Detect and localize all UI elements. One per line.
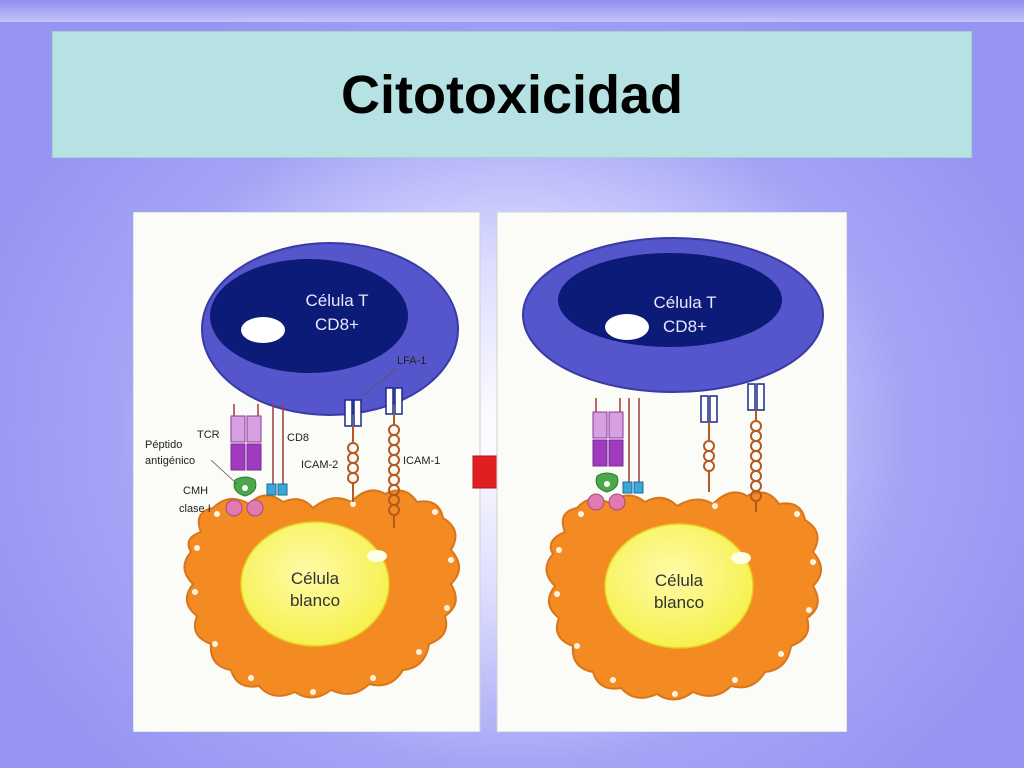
target-cell-dots [192, 501, 454, 695]
icam2-coil-right [703, 422, 715, 492]
t-cell-right-label-1: Célula T [654, 293, 717, 312]
peptide-mhc-right [587, 472, 626, 511]
slide-title: Citotoxicidad [340, 64, 683, 125]
target-cell-right-label-1: Célula [655, 571, 704, 590]
cd8-coreceptor-right [622, 398, 644, 494]
label-cmh-2: clase I [179, 503, 211, 515]
top-band [0, 0, 1024, 22]
t-cell-nucleus [210, 259, 408, 373]
target-cell-label-1: Célula [291, 569, 340, 588]
t-cell-right-label-2: CD8+ [663, 317, 707, 336]
label-peptide-2: antigénico [145, 455, 195, 467]
tcr-receptor-right [592, 411, 624, 467]
lfa1-integrins-right [700, 383, 765, 423]
title-box: Citotoxicidad [52, 31, 972, 158]
peptide-mhc [225, 476, 264, 517]
cd8-coreceptor [266, 404, 288, 496]
icam2-coil [347, 426, 359, 502]
target-cell-label-2: blanco [290, 591, 340, 610]
label-lfa1: LFA-1 [397, 355, 426, 367]
lfa1-integrins [344, 387, 403, 427]
t-cell-label-1: Célula T [306, 291, 369, 310]
target-cell-right-dots [554, 503, 816, 697]
target-nucleus [240, 521, 390, 647]
diagram-figure: Célula blanco Célula T CD8+ [132, 211, 848, 733]
label-cmh-1: CMH [183, 485, 208, 497]
target-nucleus-right [604, 523, 754, 649]
lfa1-pointer [362, 367, 398, 397]
left-panel: Célula blanco Célula T CD8+ [132, 211, 481, 733]
right-panel: Célula blanco Célula T CD8+ [496, 211, 848, 733]
label-cd8: CD8 [287, 432, 309, 444]
label-icam2: ICAM-2 [301, 459, 338, 471]
label-peptide-1: Péptido [145, 439, 182, 451]
peptide-pointer [210, 459, 238, 485]
label-tcr: TCR [197, 429, 220, 441]
tcr-receptor [230, 415, 262, 471]
diagram-svg: Célula blanco Célula T CD8+ [132, 211, 848, 733]
label-icam1: ICAM-1 [403, 455, 440, 467]
icam1-coil [388, 414, 400, 528]
target-cell-right-label-2: blanco [654, 593, 704, 612]
icam1-coil-right [750, 410, 762, 512]
t-cell-label-2: CD8+ [315, 315, 359, 334]
